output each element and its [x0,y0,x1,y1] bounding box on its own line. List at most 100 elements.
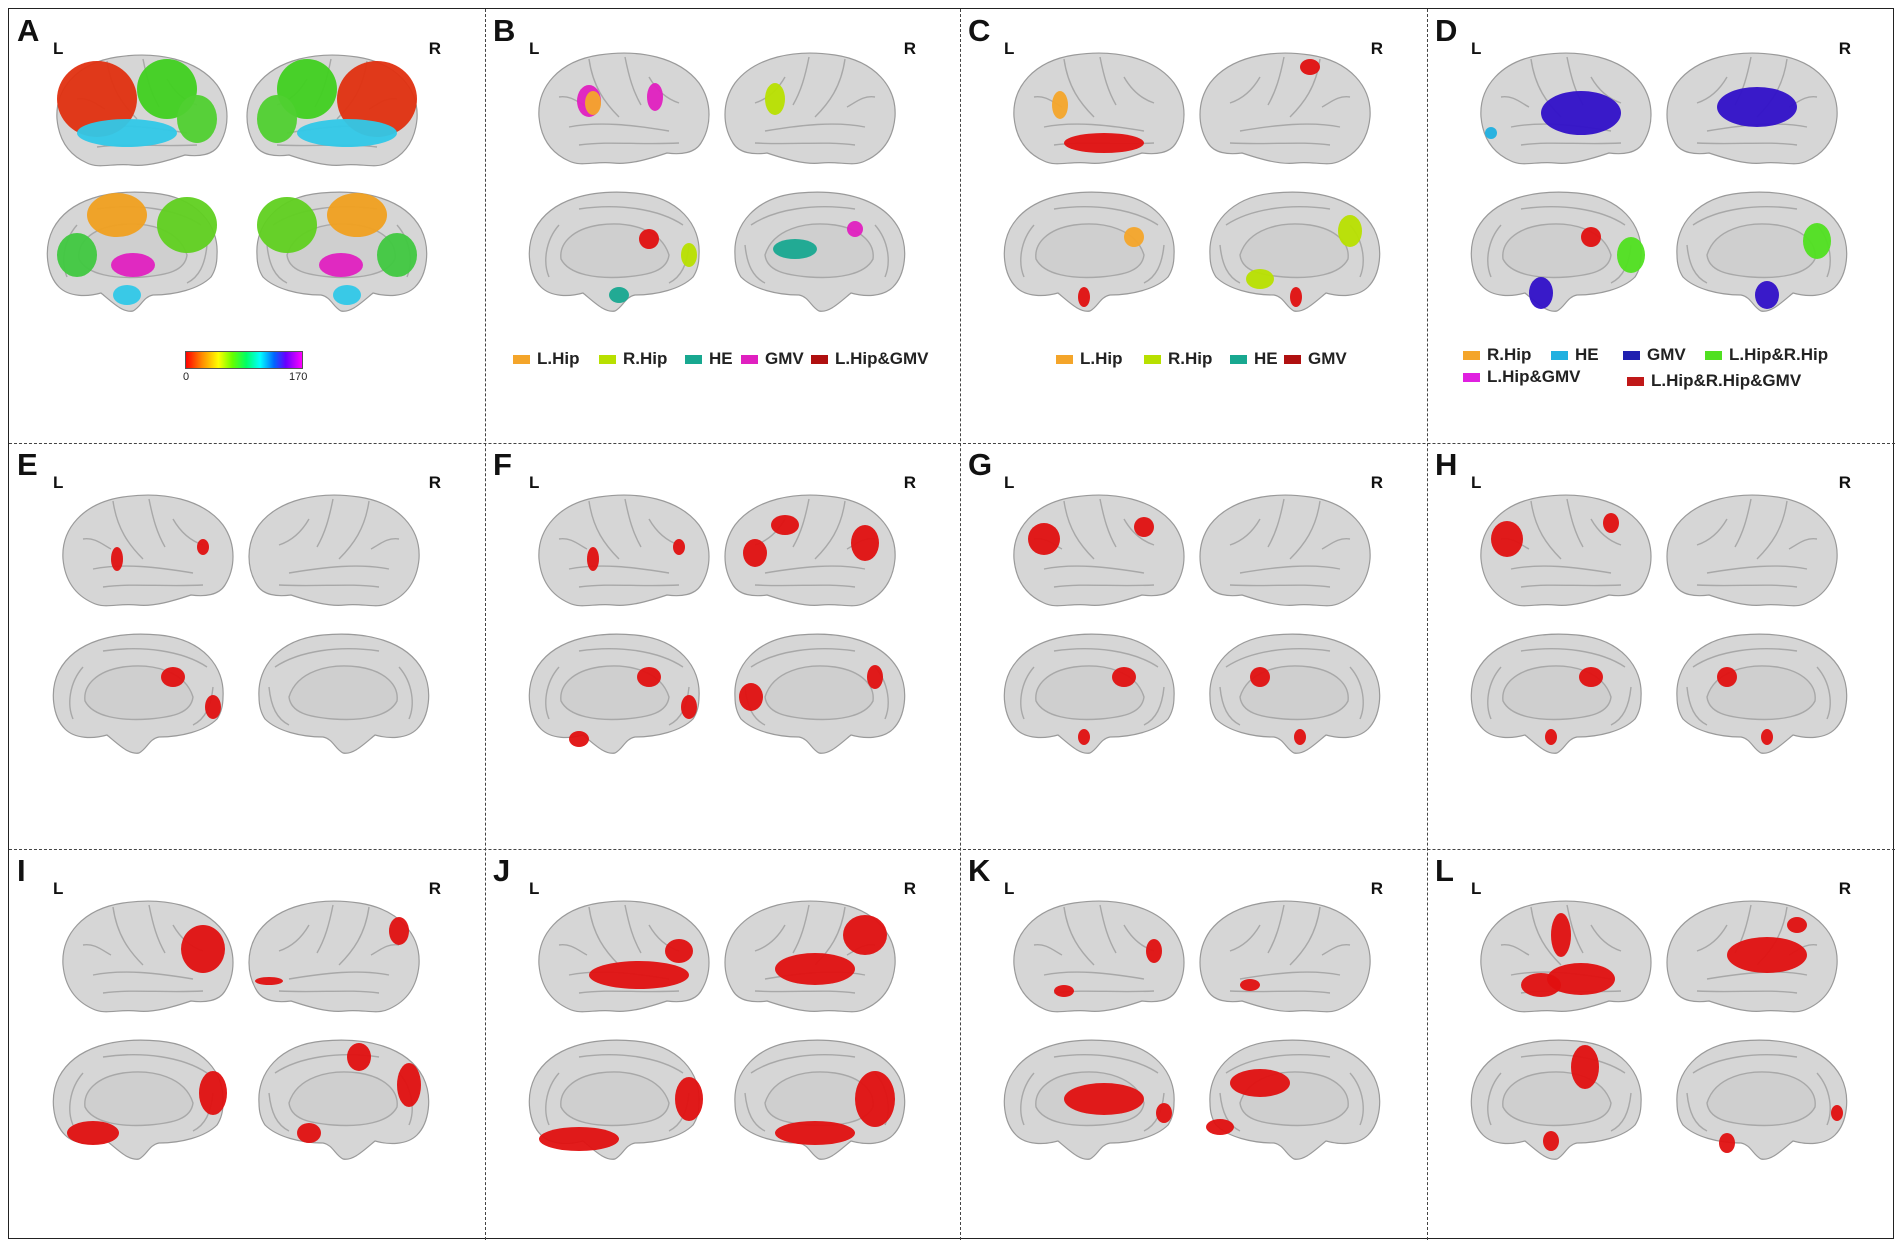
panel-letter: G [968,447,993,482]
activation-cluster [609,287,629,303]
activation-cluster [1491,521,1523,557]
activation-cluster [1551,913,1571,957]
activation-cluster [257,95,297,143]
activation-cluster [673,539,685,555]
right-hemisphere-label: R [1370,39,1383,58]
activation-cluster [1112,667,1136,687]
corpus-callosum [560,1071,670,1127]
legend-item: L.Hip&GMV [811,349,929,369]
legend-label: GMV [1308,349,1347,368]
activation-cluster [1294,729,1306,745]
activation-cluster [197,539,209,555]
left-hemisphere-label: L [529,879,540,898]
legend-swatch [1284,354,1301,364]
activation-cluster [1717,87,1797,127]
activation-cluster [177,95,217,143]
activation-cluster [681,243,697,267]
activation-cluster [569,731,589,747]
brain-renderings [1003,900,1381,1160]
activation-cluster [199,1071,227,1115]
activation-cluster [1543,1131,1559,1151]
corpus-callosum [1706,223,1816,279]
panel-letter: L [1435,853,1454,888]
brain-renderings [528,494,906,754]
activation-cluster [847,221,863,237]
activation-cluster [347,1043,371,1071]
legend-item: R.Hip [599,349,667,369]
activation-cluster [87,193,147,237]
activation-cluster [775,953,855,985]
activation-cluster [1146,939,1162,963]
lateral-brain-view [1199,494,1371,607]
lateral-brain-view [1199,900,1371,1013]
activation-cluster [1603,513,1619,533]
activation-cluster [297,119,397,147]
activation-cluster [1617,237,1645,273]
legend-swatch [1230,354,1247,364]
legend-item: L.Hip&R.Hip [1705,345,1828,365]
activation-cluster [637,667,661,687]
lateral-brain-view [1666,494,1838,607]
legend-item: HE [1551,345,1599,365]
activation-cluster [775,1121,855,1145]
corpus-callosum [1706,1071,1816,1127]
activation-cluster [1529,277,1553,309]
lateral-brain-view [724,494,896,607]
activation-cluster [639,229,659,249]
activation-cluster [1078,729,1090,745]
legend-label: R.Hip [623,349,668,368]
panel-divider-vertical [1427,9,1428,1240]
left-hemisphere-label: L [529,39,540,58]
activation-cluster [377,233,417,277]
legend-swatch [1551,350,1568,360]
legend-label: R.Hip [1487,345,1532,364]
brain-renderings [528,900,906,1160]
legend-swatch [685,354,702,364]
legend-label: L.Hip&GMV [835,349,929,368]
activation-cluster [1206,1119,1234,1135]
brain-renderings [1003,52,1381,312]
activation-cluster [739,683,763,711]
legend-label: L.Hip&GMV [1487,367,1581,386]
activation-cluster [161,667,185,687]
panel-letter: B [493,13,516,48]
panel-letter: I [17,853,26,888]
activation-cluster [1156,1103,1172,1123]
activation-cluster [1831,1105,1843,1121]
legend-item: HE [1230,349,1278,369]
lateral-brain-view [62,494,234,607]
activation-cluster [1064,133,1144,153]
corpus-callosum [764,665,874,721]
legend-swatch [811,354,828,364]
activation-cluster [111,253,155,277]
legend-swatch [1705,350,1722,360]
legend-swatch [1623,350,1640,360]
activation-cluster [255,977,283,985]
brain-renderings [1470,52,1848,312]
left-hemisphere-label: L [529,473,540,492]
activation-cluster [1581,227,1601,247]
panel-divider-vertical [960,9,961,1240]
lateral-brain-view [538,52,710,165]
legend-label: HE [1254,349,1278,368]
brain-renderings [46,54,428,312]
left-hemisphere-label: L [53,473,64,492]
legend-swatch [599,354,616,364]
activation-cluster [1579,667,1603,687]
panel-divider-vertical [485,9,486,1240]
lateral-brain-view [248,900,420,1013]
activation-cluster [1719,1133,1735,1153]
panel-letter: C [968,13,991,48]
colorbar [185,351,303,369]
panel-letter: A [17,13,40,48]
activation-cluster [57,233,97,277]
legend-swatch [1463,372,1480,382]
activation-cluster [587,547,599,571]
left-hemisphere-label: L [1471,39,1482,58]
